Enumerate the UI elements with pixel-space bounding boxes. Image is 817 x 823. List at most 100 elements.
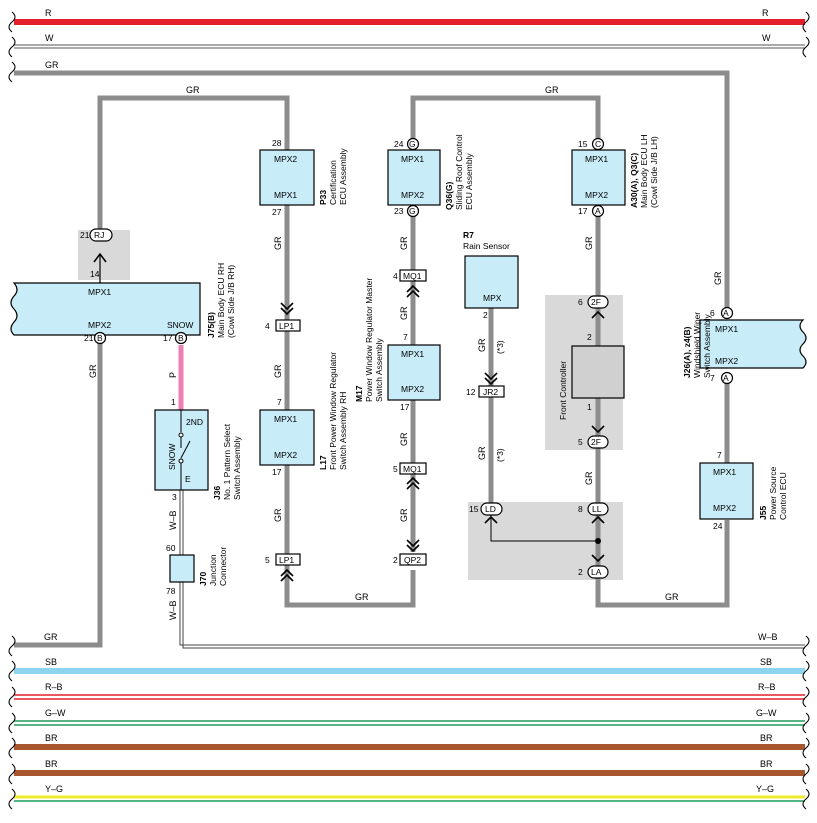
svg-text:A: A [723,308,729,318]
svg-text:LP1: LP1 [279,321,294,331]
chevron-down-icon [484,372,498,386]
svg-text:GR: GR [665,592,679,602]
j70-junction-connector: 60 78 J70 Junction Connector [166,543,228,596]
svg-text:78: 78 [166,586,176,596]
svg-text:ECU Assembly: ECU Assembly [464,153,474,210]
svg-text:Switch Assembly: Switch Assembly [232,435,242,500]
j55-power-source-ecu: MPX1 MPX2 7 24 J55 Power Source Control … [699,450,788,531]
svg-text:Y–G: Y–G [45,784,63,794]
svg-text:15: 15 [469,504,479,514]
chevron-down-icon [591,554,605,563]
svg-text:GR: GR [44,632,58,642]
svg-text:2: 2 [578,567,583,577]
svg-text:1: 1 [171,397,176,407]
svg-text:MPX1: MPX1 [274,190,297,200]
svg-text:60: 60 [166,543,176,553]
svg-text:G: G [409,206,416,216]
svg-text:(*3): (*3) [495,340,505,354]
svg-text:GR: GR [584,236,594,250]
svg-text:G–W: G–W [756,708,777,718]
svg-text:GR: GR [584,471,594,485]
svg-text:5: 5 [393,464,398,474]
top-bus: R R W W GR [8,8,810,313]
svg-text:Junction: Junction [208,554,218,586]
svg-text:MPX: MPX [483,293,502,303]
svg-text:SNOW: SNOW [167,444,177,470]
svg-text:BR: BR [760,733,773,743]
l17-front-power-window-switch: MPX1 MPX2 7 17 L17 Front Power Window Re… [259,352,348,477]
chevron-up-icon [406,284,420,298]
connector-lp1-top: LP1 4 [265,302,301,332]
svg-text:5: 5 [265,555,270,565]
svg-text:MPX2: MPX2 [401,190,424,200]
svg-text:Connector: Connector [218,547,228,586]
svg-text:GR: GR [545,85,559,95]
svg-text:A: A [723,373,729,383]
svg-text:Power Window Regulator Master: Power Window Regulator Master [364,278,374,402]
svg-text:No. 1 Pattern Select: No. 1 Pattern Select [222,423,232,500]
svg-text:MPX1: MPX1 [715,324,738,334]
svg-text:P33: P33 [318,190,328,205]
chevron-up-icon [406,476,420,490]
connector-jr2: JR2 12 [466,372,505,398]
label-gr-left: GR [45,60,59,70]
svg-text:LL: LL [592,504,602,514]
connector-ld: LD 15 [469,502,503,524]
svg-text:LD: LD [485,504,496,514]
label-r-left: R [45,8,52,18]
chevron-down-icon [591,425,605,434]
wire-gr-top [14,70,730,313]
svg-text:17: 17 [400,402,410,412]
svg-text:MPX2: MPX2 [274,154,297,164]
j75-mpx2: MPX2 [88,320,111,330]
label-w-right: W [762,33,771,43]
svg-text:J36: J36 [212,486,222,500]
gr-labels: GR GR GR GR GR GR GR GR GR GR GR GR GR G… [44,85,723,642]
chevron-up-icon [280,568,294,582]
svg-text:7: 7 [710,373,715,383]
svg-text:(Cowl Side J/B LH): (Cowl Side J/B LH) [649,136,659,208]
svg-text:1: 1 [587,402,592,412]
svg-text:W–B: W–B [168,510,178,530]
svg-text:R7: R7 [463,230,474,240]
svg-text:MPX2: MPX2 [401,384,424,394]
conn-b-2: B [178,333,184,343]
svg-text:3: 3 [172,492,177,502]
svg-text:R–B: R–B [758,682,776,692]
a30-main-body-ecu-lh: C 15 MPX1 MPX2 A 17 A30(A), Q3(C) Main B… [571,134,659,218]
label-r-right: R [762,8,769,18]
junction-dot [595,538,601,544]
j75-mpx1: MPX1 [88,287,111,297]
svg-text:4: 4 [265,321,270,331]
j75-main-body-ecu-rh: MPX1 MPX2 SNOW 14 RJ 21 B 21 B 17 J75(B)… [10,228,236,345]
svg-text:4: 4 [393,271,398,281]
svg-text:ECU Assembly: ECU Assembly [338,148,348,205]
svg-text:6: 6 [710,308,715,318]
svg-text:Y–G: Y–G [756,784,774,794]
svg-text:MPX2: MPX2 [274,450,297,460]
svg-text:MPX2: MPX2 [585,190,608,200]
svg-text:BR: BR [45,733,58,743]
svg-text:27: 27 [272,207,282,217]
svg-text:2F: 2F [591,437,601,447]
svg-text:GR: GR [477,446,487,460]
svg-text:Power Source: Power Source [768,466,778,520]
svg-text:LA: LA [591,567,602,577]
svg-text:Main Body ECU LH: Main Body ECU LH [639,134,649,208]
conn-rj: RJ [94,230,104,240]
svg-text:Sliding Roof Control: Sliding Roof Control [454,134,464,210]
svg-text:6: 6 [578,297,583,307]
r7-rain-sensor: R7 Rain Sensor MPX 2 [463,230,519,320]
svg-text:(*3): (*3) [495,448,505,462]
connector-mq1-bottom: MQ1 5 [393,462,427,490]
chevron-up-icon [591,515,605,524]
svg-text:28: 28 [272,138,282,148]
svg-text:E: E [185,474,191,484]
j36-pattern-select-switch: 1 3 2ND E SNOW J36 No. 1 Pattern Select … [154,397,242,502]
svg-text:C: C [595,139,601,149]
svg-text:7: 7 [717,450,722,460]
j75-name: Main Body ECU RH [216,263,226,338]
svg-text:G: G [409,139,416,149]
svg-text:17: 17 [272,467,282,477]
